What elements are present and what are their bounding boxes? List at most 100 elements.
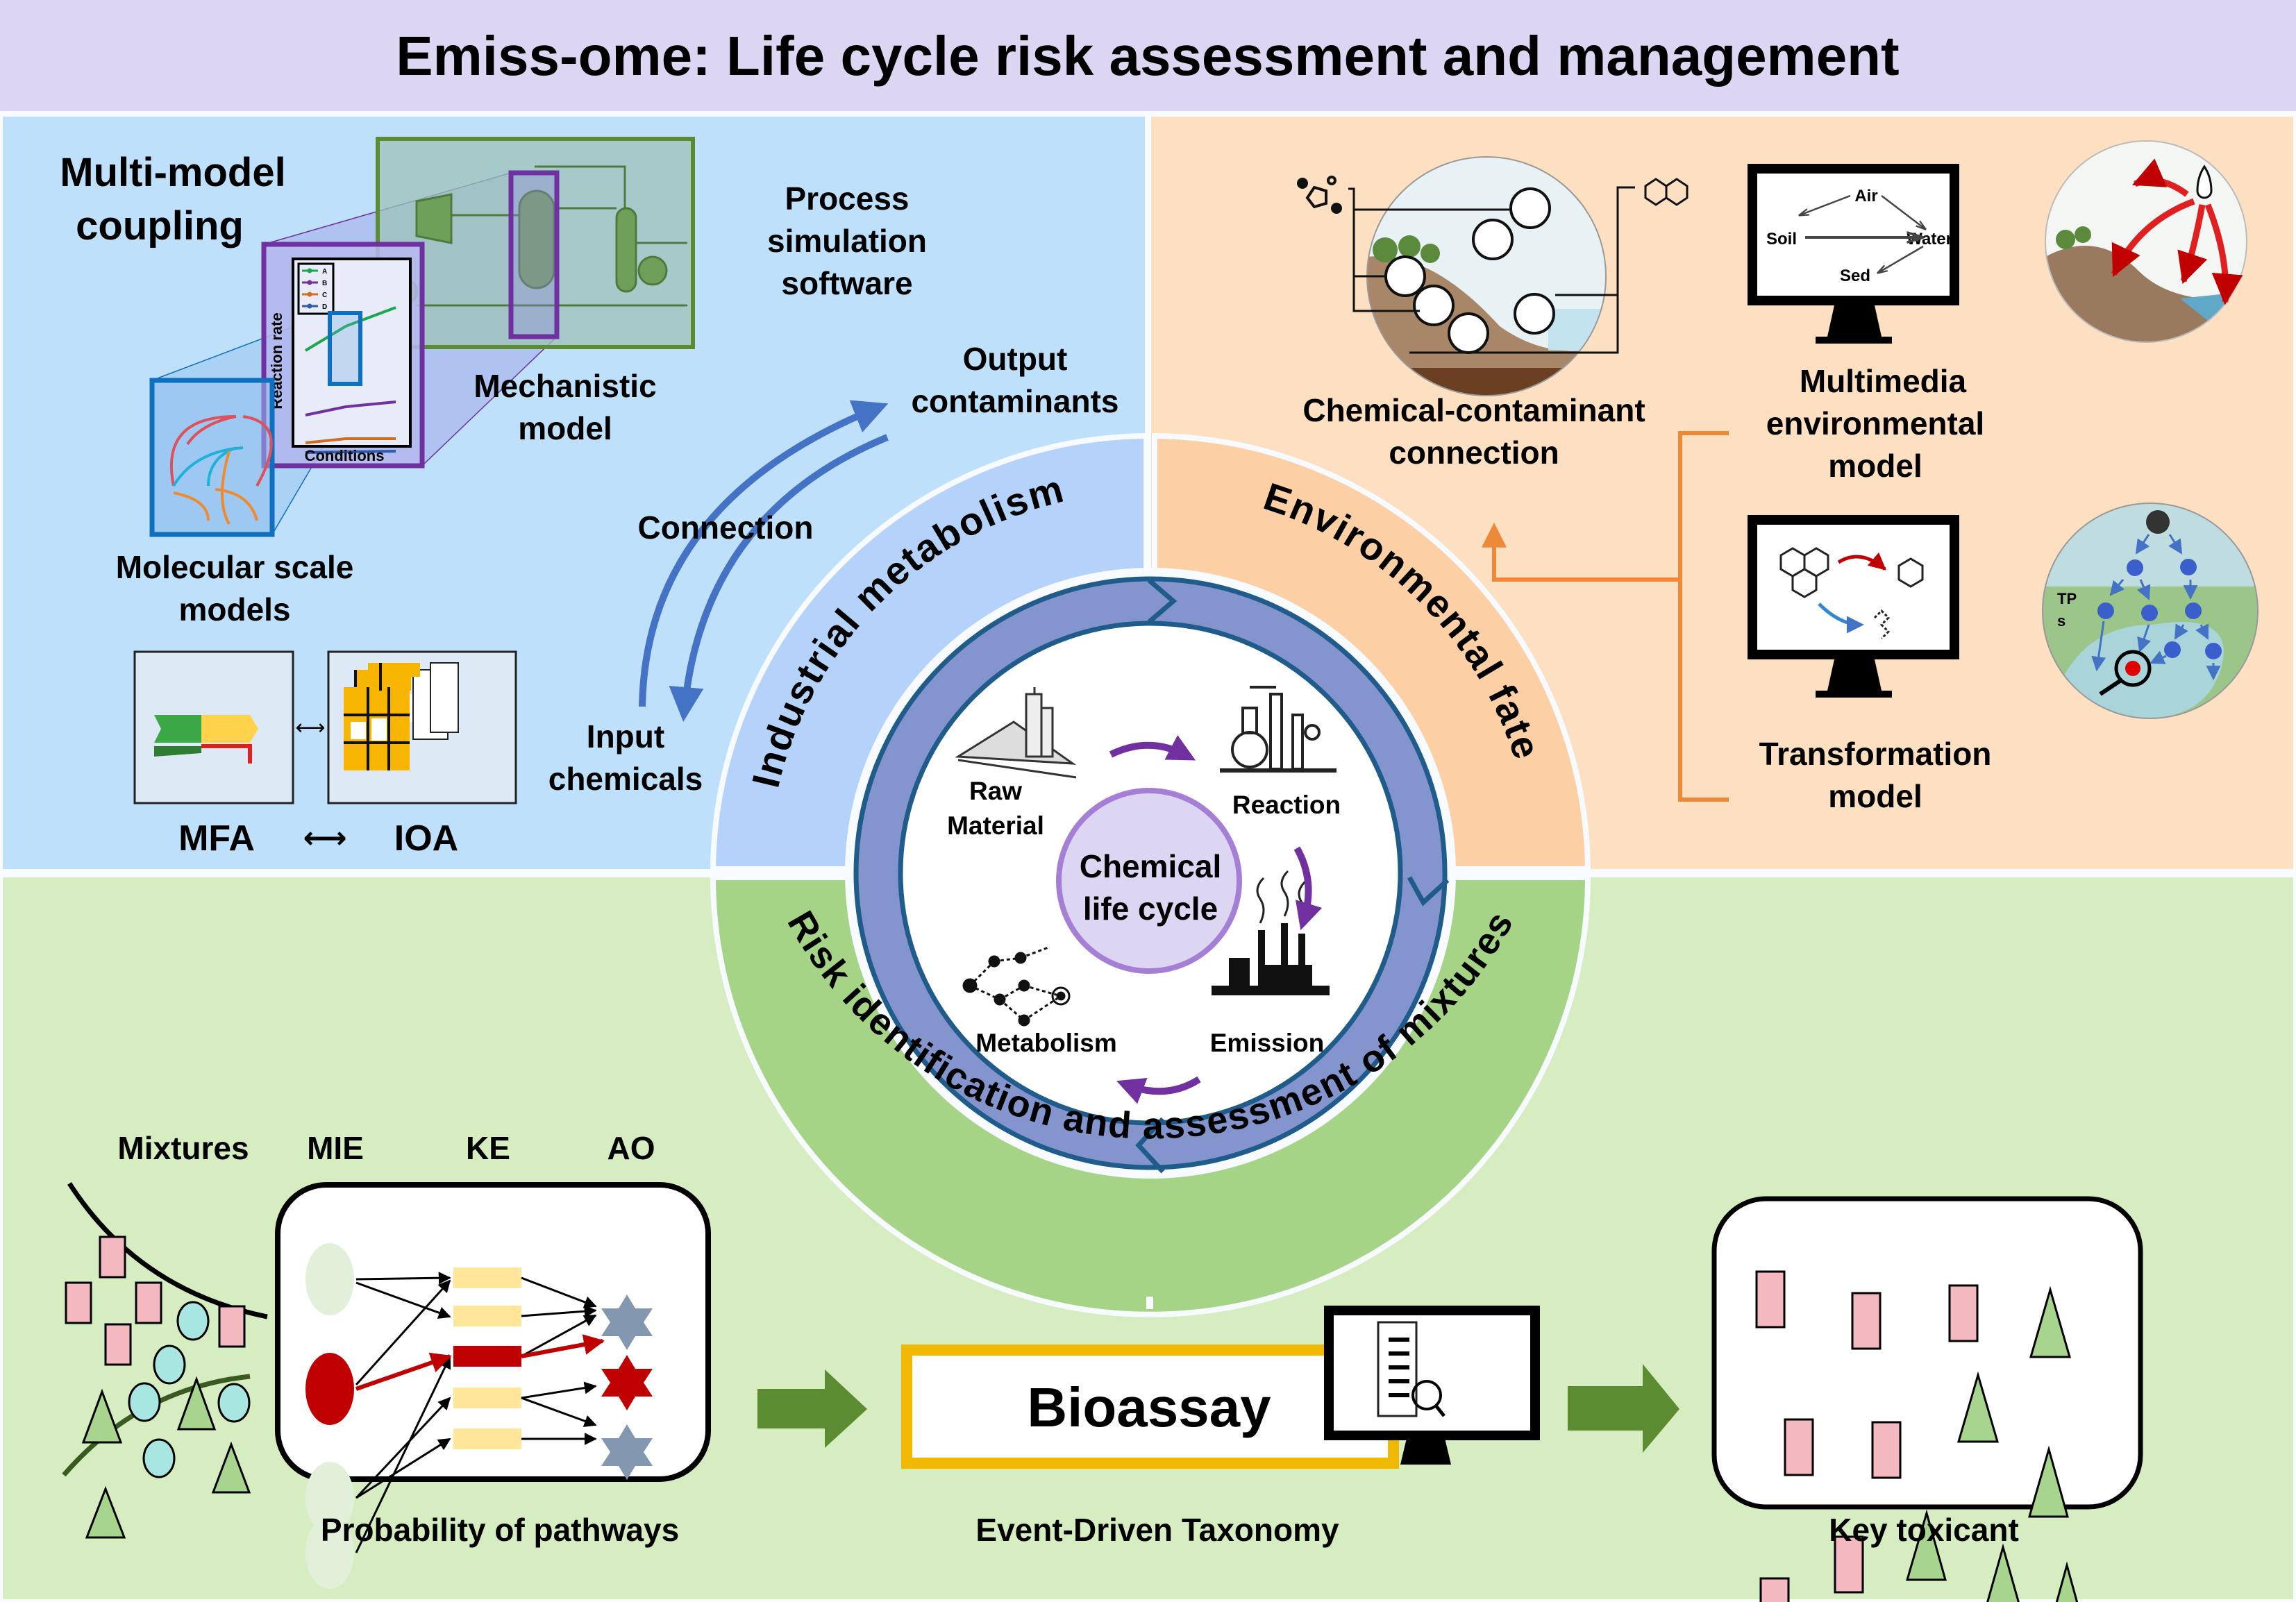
svg-text:Soil: Soil [1766,230,1797,248]
input-chemicals-label-2: chemicals [548,761,703,797]
chart-legend-items: A B C D [302,268,327,311]
emission-icon [1212,870,1330,995]
multi-model-heading-line1: Multi-model [60,150,285,195]
stage-label-metabolism: Metabolism [975,1029,1117,1057]
aop-edges [355,1272,605,1553]
process-simulation-label-1: Process [785,180,909,217]
mfa-ioa-link-icon: ⟷ [295,716,325,740]
metabolism-icon [962,946,1071,1027]
column-label-ke: KE [466,1130,510,1166]
chart-series [304,306,396,454]
bioassay-label: Bioassay [1027,1376,1271,1438]
reactor-highlight-box [508,170,560,339]
series-b [305,400,396,416]
mfa-ioa-arrow-label: ⟷ [303,820,346,856]
svg-text:Sed: Sed [1840,267,1870,285]
molecule-icon-left [1297,176,1342,214]
ke-nodes [453,1267,521,1449]
aop-pathway-box [275,1182,711,1482]
compartment-diagram: Air Soil Water Sed [1766,187,1952,285]
tps-label-2: s [2057,612,2065,630]
chemical-contaminant-scene [1348,156,1635,396]
svg-text:B: B [322,280,327,287]
output-contaminants-label-1: Output [963,341,1068,377]
molecule-icon-right [1644,178,1689,206]
mixture-shapes [65,1236,251,1539]
connection-arrow-down [669,434,889,722]
svg-text:Water: Water [1907,230,1952,248]
series-d [305,450,396,454]
series-c [305,437,396,444]
mfa-label: MFA [178,818,255,859]
output-contaminants-label-2: contaminants [911,383,1118,419]
tps-label-1: TP [2057,590,2077,607]
stage-label-material: Material [947,811,1044,840]
mechanistic-label-1: Mechanistic [474,368,656,404]
center-label-line2: life cycle [1083,891,1218,927]
stage-label-raw: Raw [969,777,1022,805]
ao-star-2 [601,1355,653,1410]
multimedia-label-1: Multimedia [1800,363,1967,399]
ao-star-1 [601,1295,653,1350]
flow-arrow-to-key-toxicant [1568,1364,1679,1453]
svg-text:C: C [322,292,327,299]
raw-material-icon [955,687,1077,779]
page-title: Emiss-ome: Life cycle risk assessment an… [396,25,1899,87]
taxonomy-label: Event-Driven Taxonomy [975,1512,1339,1548]
reaction-icon [1220,686,1336,773]
chemical-life-cycle-center [1056,788,1242,974]
svg-text:D: D [322,303,327,311]
key-toxicant-label: Key toxicant [1829,1512,2019,1548]
center-label-line1: Chemical [1080,848,1222,884]
key-toxicant-box [1711,1196,2143,1510]
ao-nodes [601,1295,653,1480]
mechanistic-label-2: model [518,410,612,446]
stage-label-reaction: Reaction [1232,791,1341,819]
chemical-contaminant-label-2: connection [1389,435,1559,471]
transformation-products-scene: TP s [2042,503,2259,719]
column-label-mie: MIE [307,1130,364,1166]
cycle-arrow-emission-to-metabolism [1116,1076,1201,1104]
key-toxicant-shapes [1755,1270,2079,1602]
cycle-arrow-raw-to-reaction [1109,735,1196,761]
svg-text:A: A [322,268,327,276]
ao-star-3 [601,1424,653,1480]
bioassay-box [901,1344,1399,1469]
document-search-icon [1377,1321,1446,1417]
multimedia-label-3: model [1828,448,1922,484]
multi-model-heading-line2: coupling [76,203,244,248]
process-simulation-label-3: software [781,265,912,301]
stage-label-emission: Emission [1210,1029,1325,1057]
environmental-bracket [1494,431,1729,802]
molecular-label-1: Molecular scale [116,549,354,585]
flow-arrow-to-bioassay [757,1369,867,1448]
connection-label: Connection [638,509,814,546]
title-bar [0,0,2296,111]
band-chevron-top [1147,578,1178,624]
mie-nodes [305,1243,354,1589]
process-simulation-label-2: simulation [767,223,927,259]
ioa-label: IOA [394,818,458,859]
series-a [304,306,396,352]
chart-xlabel: Conditions [305,447,385,464]
input-chemicals-label-1: Input [587,718,664,754]
magnifier-icon [1411,1380,1442,1410]
svg-text:Air: Air [1854,187,1877,205]
sankey-icon [154,715,258,764]
transformation-label-1: Transformation [1759,736,1992,772]
molecular-label-2: models [178,591,290,627]
pathways-label: Probability of pathways [321,1512,679,1548]
multimedia-label-2: environmental [1766,405,1984,441]
bioassay-monitor [1324,1306,1540,1465]
chart-zoom-box [328,311,362,386]
io-table-icon [344,662,459,770]
column-label-mixtures: Mixtures [117,1130,249,1166]
transformation-molecules [1779,547,1924,640]
band-chevron-right [1407,876,1450,907]
reaction-network-icon [169,415,273,525]
column-label-ao: AO [607,1130,655,1166]
transformation-label-2: model [1828,778,1922,814]
cycle-arrow-reaction-to-emission [1293,846,1323,931]
band-chevron-bottom [1135,1117,1165,1174]
